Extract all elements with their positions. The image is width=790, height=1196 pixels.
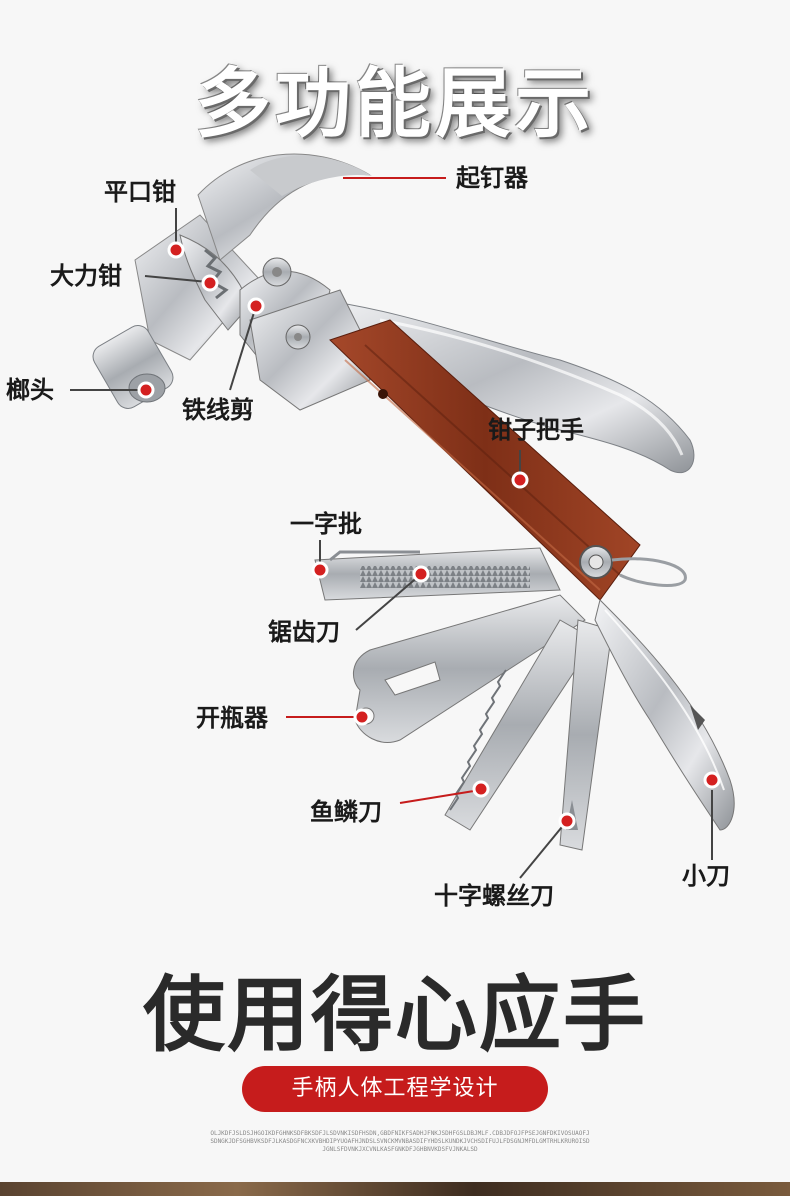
label-bottle-opener: 开瓶器	[196, 704, 268, 732]
label-serrated-knife: 锯齿刀	[268, 618, 340, 646]
page-title: 多功能展示	[195, 59, 595, 148]
label-hammer-head: 榔头	[6, 376, 54, 404]
label-nail-puller: 起钉器	[456, 164, 528, 192]
marker-dot-bottle-opener	[353, 708, 371, 726]
small-knife-shape	[594, 599, 735, 831]
wood-handle-shape	[249, 257, 687, 601]
marker-dots	[137, 241, 721, 830]
label-scale-knife: 鱼鳞刀	[310, 798, 382, 826]
label-wire-cutter: 铁线剪	[182, 396, 254, 424]
marker-dot-scale-knife	[472, 780, 490, 798]
label-phillips-screwdriver: 十字螺丝刀	[434, 882, 554, 910]
slogan: 使用得心应手	[142, 968, 647, 1063]
bottom-wood-strip	[0, 1182, 790, 1196]
label-power-pliers: 大力钳	[50, 262, 122, 290]
label-flat-pliers: 平口钳	[104, 178, 176, 206]
marker-dot-small-knife	[703, 771, 721, 789]
marker-dot-plier-handle	[511, 471, 529, 489]
marker-dot-phillips	[558, 812, 576, 830]
marker-dot-wire-cutter	[247, 297, 265, 315]
label-small-knife: 小刀	[682, 862, 730, 890]
bottle-opener-shape	[352, 594, 586, 743]
marker-dot-flat-screwdriver	[311, 561, 329, 579]
flat-screwdriver-file-shape	[314, 547, 561, 601]
marker-dot-serrated-knife	[412, 565, 430, 583]
marker-dot-hammer-head	[137, 381, 155, 399]
label-flat-screwdriver: 一字批	[290, 510, 362, 538]
marker-dot-flat-pliers	[167, 241, 185, 259]
marker-dot-power-pliers	[201, 274, 219, 292]
fine-print: OLJKDFJSLDSJHGOIKDFGHNKSDFBKSDFJLSDVNKIS…	[210, 1130, 590, 1153]
label-plier-handle: 钳子把手	[488, 416, 584, 444]
leader-lines	[70, 177, 713, 879]
subtitle-badge: 手柄人体工程学设计	[242, 1066, 548, 1112]
